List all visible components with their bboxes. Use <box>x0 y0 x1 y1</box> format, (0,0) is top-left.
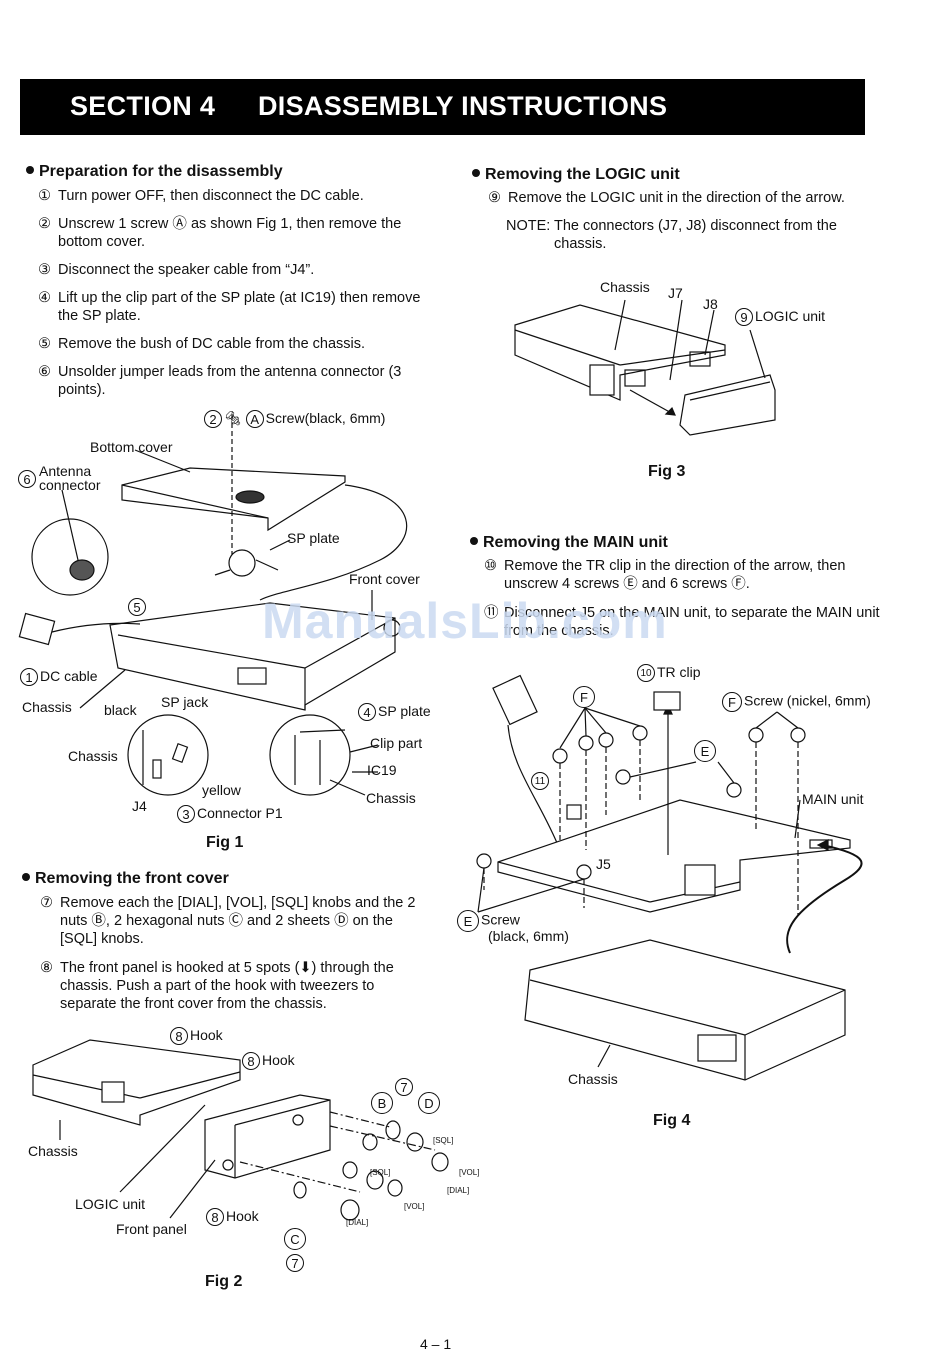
fig2-step7-top: 7 <box>395 1078 415 1097</box>
fig1-bush-label: 5 <box>128 598 148 617</box>
fig2-caption: Fig 2 <box>205 1273 243 1290</box>
fig4-e-label-1: E <box>694 740 718 762</box>
main-heading: Removing the MAIN unit <box>470 534 668 552</box>
page-number: 4 – 1 <box>420 1336 452 1352</box>
fig2-c-label: C <box>284 1228 308 1250</box>
fig4-caption: Fig 4 <box>653 1112 691 1129</box>
fig4-diagram <box>476 674 863 1081</box>
bullet-icon <box>22 873 30 881</box>
fig1-sp-plate-label: SP plate <box>287 530 340 546</box>
fig3-diagram <box>514 299 776 436</box>
logic-note-text: The connectors (J7, J8) disconnect from … <box>554 218 837 252</box>
fig3-j8-label: J8 <box>703 296 718 312</box>
fig1-bottom-cover-label: Bottom cover <box>90 439 173 455</box>
fig1-connector-text: connector <box>39 477 101 493</box>
logic-note-label: NOTE: <box>506 218 551 234</box>
section-header: SECTION 4 DISASSEMBLY INSTRUCTIONS <box>20 79 865 135</box>
fig3-caption: Fig 3 <box>648 463 686 480</box>
front-cover-heading: Removing the front cover <box>22 870 229 888</box>
fig2-vol-label-1: [VOL] <box>459 1168 480 1177</box>
main-unit-board <box>497 799 851 913</box>
fig1-sp-jack-label: SP jack <box>161 694 209 710</box>
fig1-diagram <box>18 415 408 796</box>
fig4-j5-label: J5 <box>596 856 611 872</box>
fig2-step7-bottom: 7 <box>286 1254 306 1273</box>
fig1-j4-label: J4 <box>132 798 147 814</box>
section-number: SECTION 4 <box>70 91 216 121</box>
fig1-ic19-label: IC19 <box>367 762 397 778</box>
fig1-black-label: black <box>104 702 137 718</box>
logic-heading: Removing the LOGIC unit <box>472 166 680 184</box>
preparation-heading: Preparation for the disassembly <box>26 163 283 181</box>
fig4-main-unit-label: MAIN unit <box>802 791 864 807</box>
fig1-front-cover-label: Front cover <box>349 571 420 587</box>
fig1-yellow-label: yellow <box>202 782 241 798</box>
bullet-icon <box>472 169 480 177</box>
logic-unit-shape <box>679 374 776 436</box>
chassis-shape <box>109 602 396 711</box>
screw-icon: 🔩︎ <box>224 410 242 426</box>
fig1-chassis3-label: Chassis <box>366 790 416 806</box>
fig2-logic-unit-label: LOGIC unit <box>75 1196 146 1212</box>
fig2-front-panel-label: Front panel <box>116 1221 187 1237</box>
fig4-chassis-shape <box>524 939 846 1081</box>
fig1-antenna-label: 6 <box>18 465 38 488</box>
bottom-cover-shape <box>121 467 346 532</box>
fig2-sql-label-1: [SQL] <box>433 1136 454 1145</box>
fig4-step11-label: 11 <box>531 772 551 791</box>
fig4-e-screw-label-2: (black, 6mm) <box>488 928 569 944</box>
fig3-j7-label: J7 <box>668 285 683 301</box>
fig2-b-label: B <box>371 1092 395 1114</box>
front-panel-shape <box>204 1094 331 1179</box>
fig4-chassis-label: Chassis <box>568 1071 618 1087</box>
fig1-chassis2-label: Chassis <box>68 748 118 764</box>
fig2-chassis-shape <box>32 1039 241 1126</box>
fig2-chassis-label: Chassis <box>28 1143 78 1159</box>
fig1-caption: Fig 1 <box>206 834 244 851</box>
fig2-sql-label-2: [SQL] <box>370 1168 391 1177</box>
bullet-icon <box>26 166 34 174</box>
fig2-dial-label-2: [DIAL] <box>346 1218 369 1227</box>
fig2-diagram <box>32 1039 449 1221</box>
fig2-d-label: D <box>418 1092 442 1114</box>
fig1-antenna-text: Antenna <box>39 463 92 479</box>
fig3-chassis-label: Chassis <box>600 279 650 295</box>
bullet-icon <box>470 537 478 545</box>
fig1-chassis-label: Chassis <box>22 699 72 715</box>
fig1-clip-part-label: Clip part <box>370 735 423 751</box>
fig2-vol-label-2: [VOL] <box>404 1202 425 1211</box>
section-title: DISASSEMBLY INSTRUCTIONS <box>258 91 668 121</box>
fig2-dial-label-1: [DIAL] <box>447 1186 470 1195</box>
fig4-f-label-1: F <box>573 686 597 708</box>
